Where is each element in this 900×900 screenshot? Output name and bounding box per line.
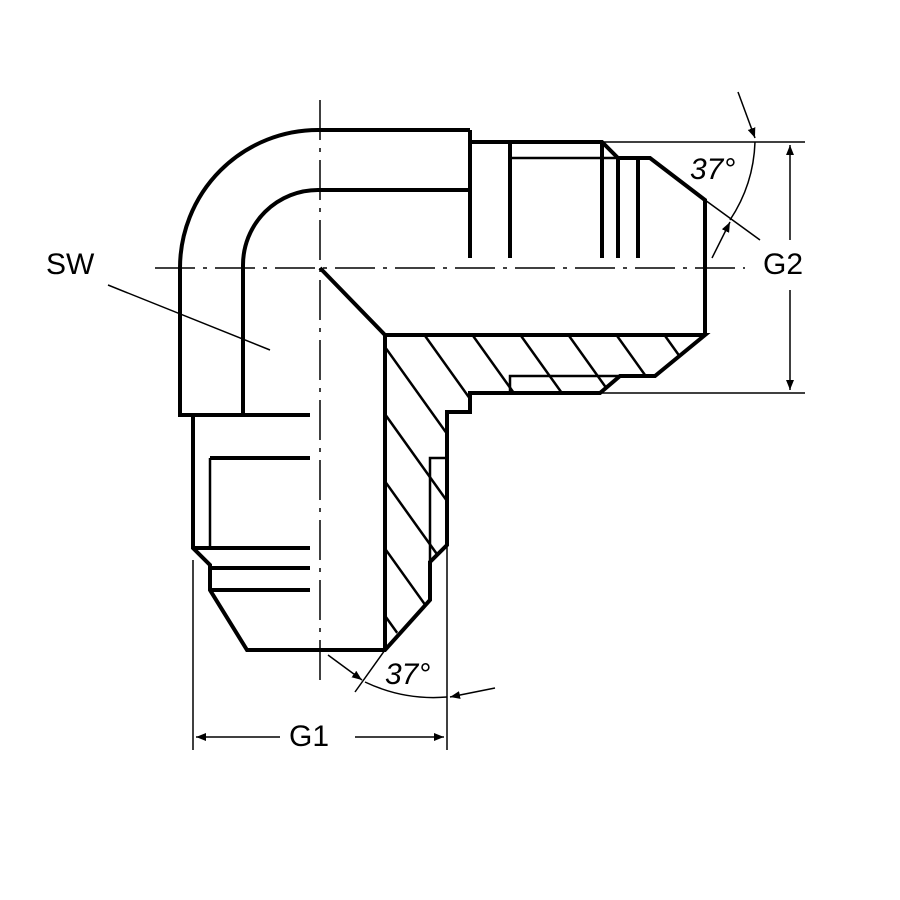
hatch-line	[662, 335, 705, 640]
sw-leader-line	[107, 284, 271, 351]
hatch-line	[385, 335, 705, 640]
hatch-line	[614, 335, 705, 640]
hatch-line	[385, 335, 638, 640]
section-hatching	[385, 200, 900, 900]
sw-label: SW	[46, 248, 95, 281]
g2-label: G2	[763, 248, 804, 281]
hatch-line	[470, 335, 705, 640]
centerlines	[155, 100, 745, 685]
hatch-line	[808, 200, 900, 900]
angle-label-top: 37°	[690, 153, 736, 186]
g1-label: G1	[289, 720, 330, 753]
fitting-body	[178, 128, 711, 652]
angle-label-bottom: 37°	[385, 658, 431, 691]
hatch-line	[712, 200, 900, 900]
hatch-line	[760, 200, 900, 900]
outer-elbow	[178, 128, 470, 417]
hatch-line	[385, 335, 686, 640]
hatch-line	[385, 335, 705, 640]
hatch-line	[422, 335, 705, 640]
hatch-line	[856, 200, 900, 900]
hatch-line	[518, 335, 705, 640]
dimension-lines	[107, 91, 805, 750]
inner-elbow	[241, 188, 470, 415]
hatch-line	[385, 335, 590, 640]
hatch-line	[566, 335, 705, 640]
